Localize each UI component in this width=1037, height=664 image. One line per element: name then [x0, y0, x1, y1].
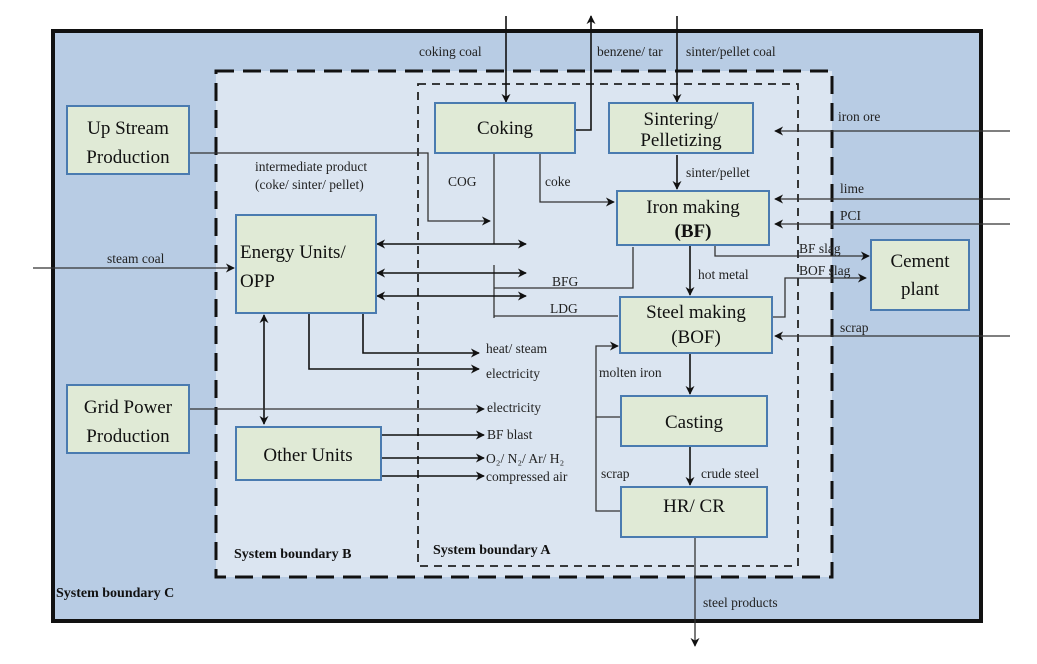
- casting-box: Casting: [620, 395, 768, 447]
- hr-cr-box: HR/ CR: [620, 486, 768, 538]
- intermediate-label-1: intermediate product: [255, 159, 367, 174]
- bfg-label: BFG: [552, 274, 579, 289]
- casting-label: Casting: [665, 412, 724, 433]
- intermediate-product-arrow: [190, 152, 491, 226]
- coking-coal-label: coking coal: [419, 44, 482, 59]
- electricity-energy-arrow: [308, 313, 480, 374]
- electricity-label-1: electricity: [486, 366, 540, 381]
- coking-box: Coking: [434, 102, 576, 154]
- hrcr-label: HR/ CR: [663, 496, 725, 517]
- boundary-a-label: System boundary A: [433, 543, 551, 558]
- coke-arrow: [539, 154, 615, 207]
- crude-steel-label: crude steel: [701, 466, 759, 481]
- ldg-label: LDG: [550, 301, 578, 316]
- cement-line2: plant: [901, 279, 940, 300]
- sinter-coal-label: sinter/pellet coal: [686, 44, 776, 59]
- molten-iron-label: molten iron: [599, 365, 662, 380]
- other-units-label: Other Units: [263, 445, 352, 466]
- sintering-line1: Sintering/: [644, 109, 720, 130]
- iron-ore-label: iron ore: [838, 109, 880, 124]
- scrap-label: scrap: [840, 320, 869, 335]
- grid-power-production-box: Grid Power Production: [66, 384, 190, 454]
- bof-slag-label: BOF slag: [799, 263, 851, 278]
- iron-making-box: Iron making (BF): [616, 190, 770, 246]
- cement-line1: Cement: [890, 251, 950, 272]
- hot-metal-label: hot metal: [698, 267, 749, 282]
- bfg-line: [494, 247, 634, 289]
- electricity-label-2: electricity: [487, 400, 541, 415]
- sintering-box: Sintering/ Pelletizing: [608, 102, 754, 154]
- energy-units-box: Energy Units/ OPP: [235, 214, 377, 314]
- sintering-line2: Pelletizing: [640, 130, 722, 151]
- benzene-tar-label: benzene/ tar: [597, 44, 663, 59]
- cement-plant-box: Cement plant: [870, 239, 970, 311]
- upstream-line2: Production: [86, 147, 170, 168]
- ironmaking-line1: Iron making: [646, 197, 740, 218]
- lime-label: lime: [840, 181, 864, 196]
- energy-line1: Energy Units/: [240, 242, 346, 263]
- steel-products-label: steel products: [703, 595, 778, 610]
- steelmaking-line1: Steel making: [646, 302, 746, 323]
- compressed-air-label: compressed air: [486, 469, 568, 484]
- steam-coal-label: steam coal: [107, 251, 165, 266]
- pci-label: PCI: [840, 208, 862, 223]
- ironmaking-line2: (BF): [675, 221, 712, 242]
- benzene-tar-arrow: [575, 15, 596, 131]
- intermediate-label-2: (coke/ sinter/ pellet): [255, 177, 364, 192]
- grid-line1: Grid Power: [84, 397, 173, 418]
- heat-steam-arrow: [362, 313, 480, 358]
- other-units-box: Other Units: [235, 426, 382, 481]
- grid-line2: Production: [86, 426, 170, 447]
- bf-slag-arrow: [714, 245, 870, 261]
- coke-label: coke: [545, 174, 570, 189]
- bf-slag-label: BF slag: [799, 241, 841, 256]
- heat-steam-label: heat/ steam: [486, 341, 548, 356]
- steelmaking-line2: (BOF): [671, 327, 721, 348]
- upstream-production-box: Up Stream Production: [66, 105, 190, 175]
- scrap-loop-line: [595, 341, 622, 512]
- upstream-line1: Up Stream: [87, 118, 169, 139]
- steel-making-box: Steel making (BOF): [619, 296, 773, 354]
- energy-line2: OPP: [240, 271, 275, 292]
- sinter-pellet-label: sinter/pellet: [686, 165, 750, 180]
- gases-label: O₂/ N₂/ Ar/ H₂: [486, 451, 564, 466]
- boundary-a: [417, 83, 799, 567]
- boundary-b-label: System boundary B: [234, 547, 351, 562]
- cog-label: COG: [448, 174, 477, 189]
- bf-blast-label: BF blast: [487, 427, 533, 442]
- bof-slag-arrow: [772, 273, 867, 318]
- scrap-loop-label: scrap: [601, 466, 630, 481]
- coking-label: Coking: [477, 118, 533, 139]
- boundary-c-label: System boundary C: [56, 586, 174, 601]
